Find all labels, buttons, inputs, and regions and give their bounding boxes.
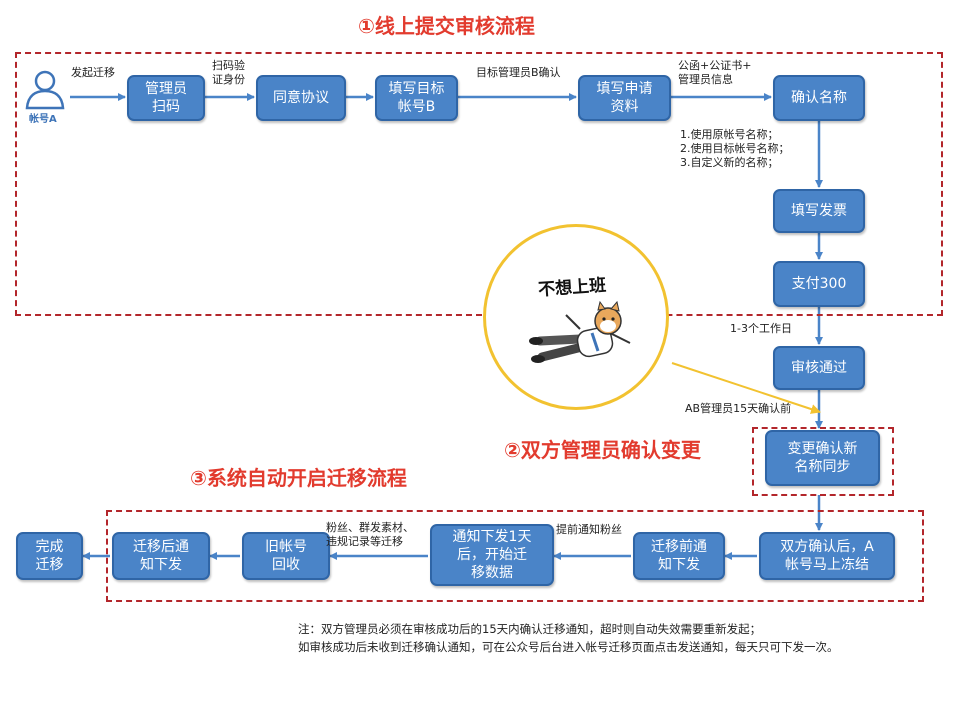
- node-recycle: 旧帐号 回收: [242, 532, 330, 580]
- node-freeze: 双方确认后，A 帐号马上冻结: [759, 532, 895, 580]
- title-admin-confirm: ②双方管理员确认变更: [504, 438, 701, 462]
- node-pre-notice: 迁移前通 知下发: [633, 532, 725, 580]
- title-auto-migrate: ③系统自动开启迁移流程: [190, 466, 407, 490]
- region-auto-migrate: [106, 510, 924, 602]
- user-icon: [25, 70, 65, 110]
- node-confirm-name: 确认名称: [773, 75, 865, 121]
- label-notify-fans: 提前通知粉丝: [556, 523, 622, 536]
- label-name-options: 1.使用原帐号名称； 2.使用目标帐号名称； 3.自定义新的名称；: [680, 128, 790, 169]
- region-online-review: [15, 52, 943, 316]
- label-migrate-items: 粉丝、群发素材、 违规记录等迁移: [326, 521, 414, 548]
- node-target-account: 填写目标 帐号B: [375, 75, 458, 121]
- label-scan-verify: 扫码验 证身份: [212, 59, 245, 86]
- node-fill-info: 填写申请 资料: [578, 75, 671, 121]
- node-post-notice: 迁移后通 知下发: [112, 532, 210, 580]
- title-online-review: ①线上提交审核流程: [358, 14, 535, 38]
- node-approved: 审核通过: [773, 346, 865, 390]
- account-a-label: 帐号A: [29, 114, 57, 125]
- node-pay: 支付300: [773, 261, 865, 307]
- node-start-migrate: 通知下发1天 后，开始迁 移数据: [430, 524, 554, 586]
- label-initiate: 发起迁移: [71, 66, 115, 79]
- label-docs: 公函+公证书+ 管理员信息: [678, 59, 752, 86]
- node-done: 完成 迁移: [16, 532, 83, 580]
- region-admin-confirm: [752, 427, 894, 496]
- node-agree: 同意协议: [256, 75, 346, 121]
- label-ab-confirm: AB管理员15天确认前: [685, 402, 792, 415]
- label-days: 1-3个工作日: [730, 322, 792, 335]
- label-b-admin-confirm: 目标管理员B确认: [476, 66, 561, 79]
- footnote-line-2: 如审核成功后未收到迁移确认通知，可在公众号后台进入帐号迁移页面点击发送通知，每天…: [298, 640, 839, 654]
- sticker-circle: 不想上班: [483, 224, 669, 410]
- node-admin-scan: 管理员 扫码: [127, 75, 205, 121]
- sticker-pointer-arrow: [671, 362, 821, 414]
- footnote-line-1: 注：双方管理员必须在审核成功后的15天内确认迁移通知，超时则自动失效需要重新发起…: [298, 622, 762, 636]
- lying-cat-illustration: [529, 300, 631, 363]
- node-sync-name: 变更确认新 名称同步: [765, 430, 880, 486]
- sticker-text: 不想上班: [537, 275, 607, 301]
- node-invoice: 填写发票: [773, 189, 865, 233]
